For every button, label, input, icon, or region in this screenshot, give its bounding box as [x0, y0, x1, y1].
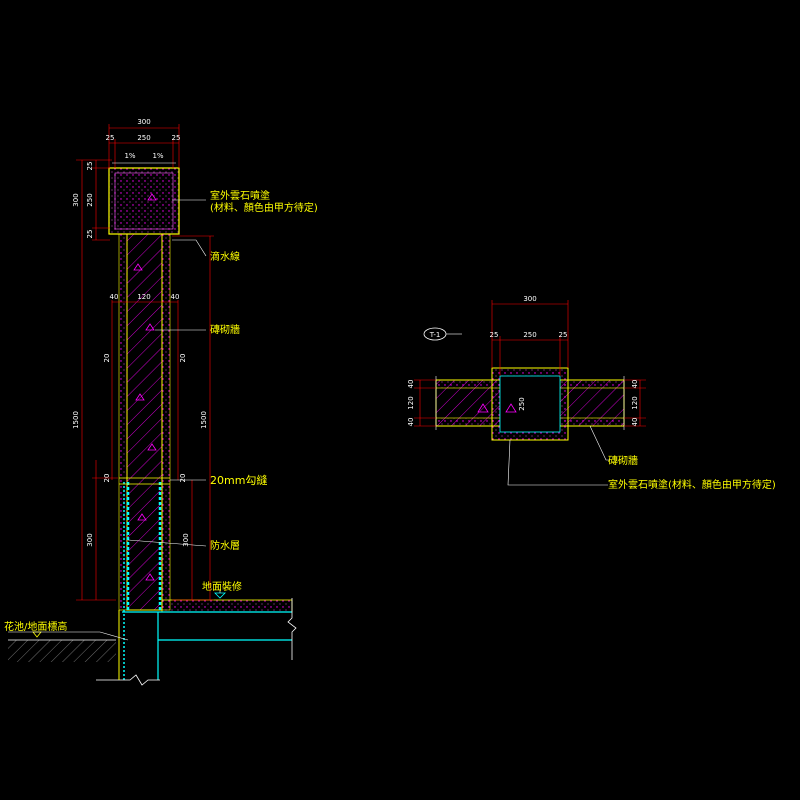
section-top-dims [108, 124, 180, 168]
plan-view: 300 25 250 25 250 40 120 40 40 120 40 T-… [407, 295, 776, 491]
section-wall-left: 40 [110, 293, 119, 301]
wall-plaster-right [161, 233, 171, 611]
section-dim-mid: 250 [137, 134, 150, 142]
label-cap-finish: 室外雲石噴塗 [210, 189, 270, 202]
plan-marker [505, 403, 517, 413]
hatch-markers [133, 193, 157, 581]
section-wall-right: 40 [171, 293, 180, 301]
label-groove: 20mm勾縫 [210, 473, 267, 487]
section-right-lower: 300 [182, 533, 190, 546]
brick-wall-core [126, 233, 163, 611]
plan-right-mid: 120 [631, 396, 639, 409]
coping-cap-inner [114, 172, 174, 230]
plan-dim-column: 250 [518, 397, 526, 410]
label-floor-finish: 地面裝修 [202, 580, 242, 593]
section-wall-gap: 20 [103, 354, 111, 363]
plan-left-top: 40 [407, 380, 415, 389]
floor-level-marker [214, 592, 226, 599]
break-line-right [287, 598, 297, 660]
section-slope-left: 1% [124, 152, 135, 160]
plan-wall-left-top [435, 379, 501, 389]
section-right-total: 1500 [200, 411, 208, 429]
plan-dim-right: 25 [559, 331, 568, 339]
plan-wall-right-bot [559, 417, 625, 427]
plan-left-bot: 40 [407, 418, 415, 427]
section-dim-total: 300 [137, 118, 150, 126]
plan-wall-right-top [559, 379, 625, 389]
label-brick-wall: 磚砌牆 [210, 323, 240, 336]
plan-right-top: 40 [631, 380, 639, 389]
plan-leaders [507, 425, 610, 486]
section-cap-bot: 25 [86, 230, 94, 239]
plan-column-core [499, 375, 561, 433]
label-waterproof: 防水層 [210, 539, 240, 552]
plan-dim-mid: 250 [523, 331, 536, 339]
section-left-dims [76, 159, 118, 601]
label-cap-finish-note: (材料、顏色由甲方待定) [210, 201, 318, 214]
section-lower-height: 300 [86, 533, 94, 546]
plan-dim-left: 25 [490, 331, 499, 339]
plan-left-mid: 120 [407, 396, 415, 409]
soil-hatch [8, 640, 116, 662]
coping-cap [108, 167, 180, 235]
plan-top-dims [491, 300, 569, 376]
section-right-gap: 20 [179, 354, 187, 363]
section-slope-right: 1% [152, 152, 163, 160]
section-leaders [8, 199, 221, 641]
section-total-height: 1500 [72, 411, 80, 429]
label-planter-level: 花池/地面標高 [4, 620, 67, 633]
section-cap-total: 300 [72, 193, 80, 206]
plan-marker-2 [477, 403, 489, 413]
plan-right-bot: 40 [631, 418, 639, 427]
plan-wall-left-bot [435, 417, 501, 427]
floor-finish-layer [161, 599, 293, 613]
plan-tag-text: T-1 [429, 331, 441, 339]
section-wall-mid: 120 [137, 293, 150, 301]
section-wall-gap-low: 20 [103, 474, 111, 483]
break-line-bottom [96, 674, 160, 686]
plan-side-dims [414, 379, 646, 427]
section-dim-right: 25 [172, 134, 181, 142]
section-right-gap-low: 20 [179, 474, 187, 483]
section-cap-top: 25 [86, 162, 94, 171]
plan-dim-total: 300 [523, 295, 536, 303]
wall-plaster-left [118, 233, 128, 611]
plan-label-brick-wall: 磚砌牆 [608, 454, 638, 467]
section-cap-mid: 250 [86, 193, 94, 206]
section-view: 300 25 250 25 1% 1% 300 25 250 25 1500 3… [4, 118, 318, 686]
label-drip-line: 滴水線 [210, 250, 240, 263]
section-dim-left: 25 [106, 134, 115, 142]
plan-label-finish: 室外雲石噴塗(材料、顏色由甲方待定) [608, 478, 776, 491]
